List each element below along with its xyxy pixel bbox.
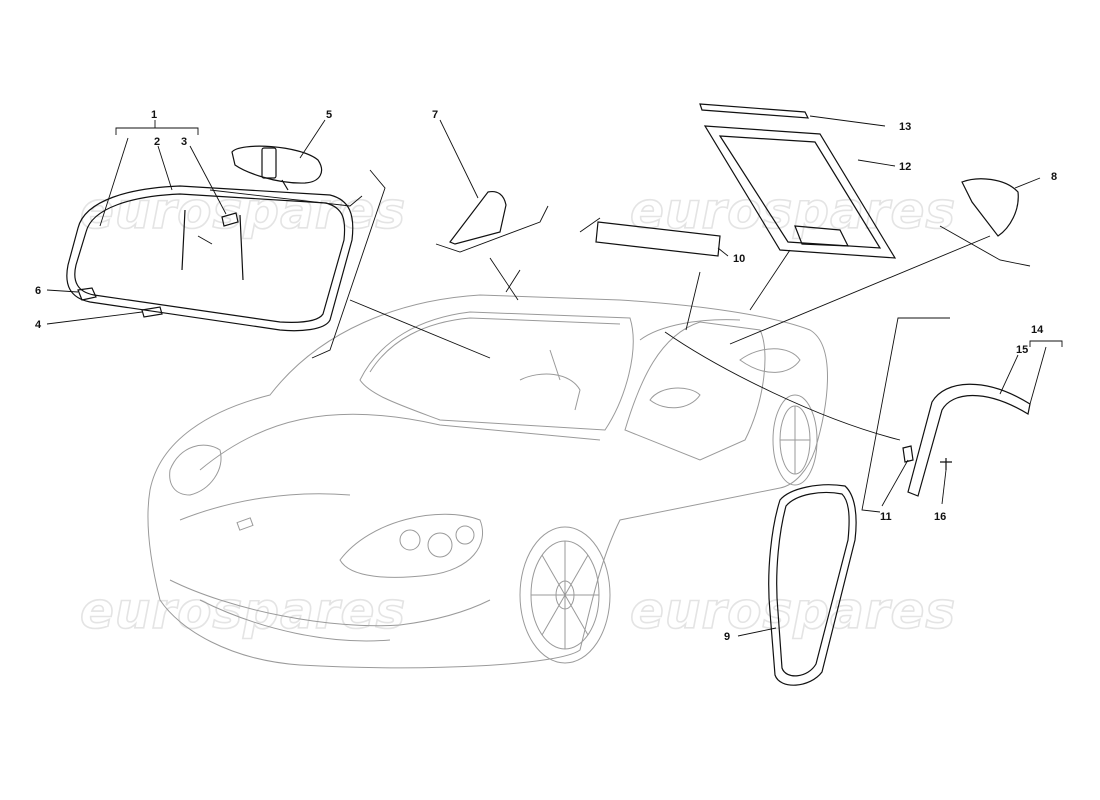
car-front-wheel — [519, 526, 611, 664]
car-headlight-right — [339, 513, 483, 578]
trim-strip-part-15 — [907, 383, 1031, 497]
watermark-top-left: eurospares — [80, 182, 406, 240]
callout-10: 10 — [733, 253, 745, 265]
callout-13: 13 — [899, 121, 911, 133]
windscreen-seal-part — [66, 185, 354, 332]
callout-15: 15 — [1016, 344, 1028, 356]
car-headlight-left — [169, 444, 222, 496]
callout-5: 5 — [326, 109, 332, 121]
car-door — [624, 321, 766, 461]
leader-lines — [46, 115, 1063, 637]
callout-12: 12 — [899, 161, 911, 173]
trim-strip-part-13 — [699, 103, 810, 119]
clip-part-11 — [902, 445, 914, 463]
callout-1: 1 — [151, 109, 157, 121]
car-rear-wheel — [772, 394, 818, 486]
screw-part-16 — [940, 458, 952, 470]
side-glass-part-8 — [961, 178, 1019, 237]
car-body — [147, 294, 828, 669]
watermark-layer: eurospares eurospares eurospares eurospa… — [79, 181, 956, 641]
door-seal-part-9 — [768, 484, 857, 686]
rear-window-part-12 — [703, 125, 897, 259]
clip-part-4 — [141, 306, 163, 318]
callout-2: 2 — [154, 136, 160, 148]
car-windshield — [359, 311, 634, 431]
watermark-top-right: eurospares — [630, 182, 956, 240]
callout-4: 4 — [35, 319, 42, 331]
callout-8: 8 — [1051, 171, 1057, 183]
callout-6: 6 — [35, 285, 41, 297]
rain-sensor-part — [221, 212, 239, 227]
clip-part-6 — [77, 287, 97, 301]
rear-screen-part-10 — [595, 221, 721, 257]
mirror-part — [231, 145, 323, 191]
watermark-bottom-left: eurospares — [80, 582, 406, 640]
callout-labels: 1 2 3 4 5 6 7 8 9 10 11 12 13 14 15 16 — [35, 109, 1057, 643]
callout-7: 7 — [432, 109, 438, 121]
callout-3: 3 — [181, 136, 187, 148]
quarter-window-part-7 — [449, 190, 507, 245]
callout-9: 9 — [724, 631, 730, 643]
callout-14: 14 — [1031, 324, 1044, 336]
callout-11: 11 — [880, 511, 892, 523]
watermark-bottom-right: eurospares — [630, 582, 956, 640]
callout-16: 16 — [934, 511, 946, 523]
car-silhouette — [147, 294, 828, 669]
